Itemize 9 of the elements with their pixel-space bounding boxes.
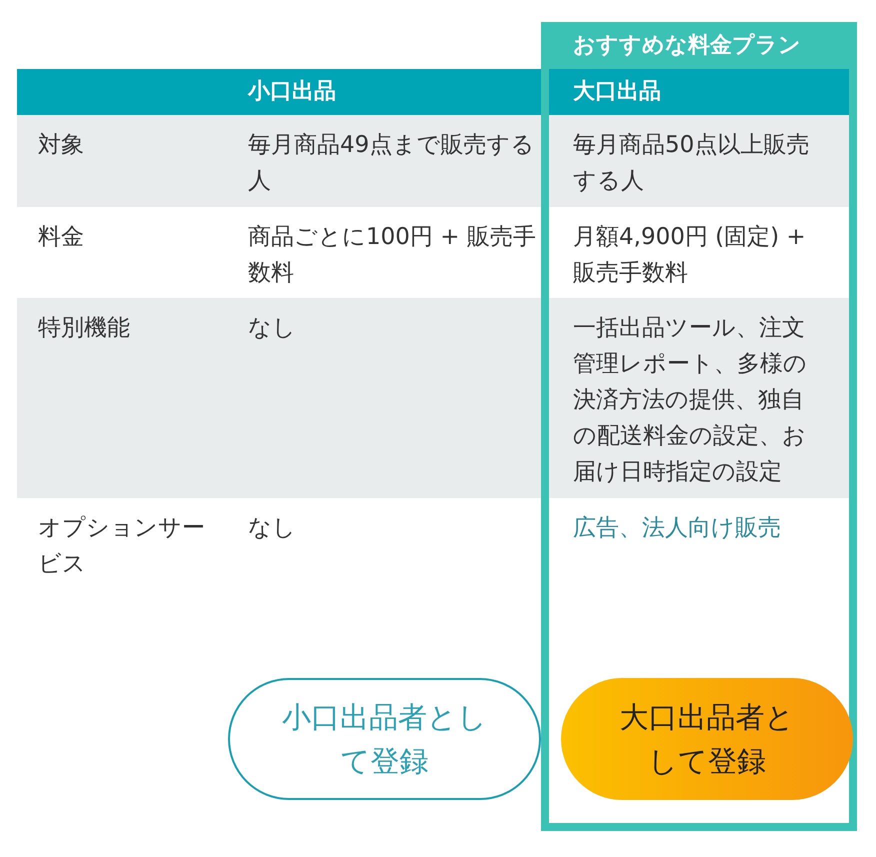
table-cell: 毎月商品50点以上販売する人 <box>549 115 849 207</box>
column-heading: 大口出品 <box>573 78 662 106</box>
register-button: 大口出品者として登録 <box>561 678 853 800</box>
column-heading: 小口出品 <box>248 78 337 106</box>
table-cell: 特別機能 <box>17 298 228 498</box>
table-cell: 一括出品ツール、注文管理レポート、多様の決済方法の提供、独自の配送料金の設定、お届け日時指定の設定 <box>549 298 849 498</box>
recommended-plan-frame <box>541 22 857 831</box>
register-button: 小口出品者として登録 <box>228 678 541 800</box>
table-cell: 対象 <box>17 115 228 207</box>
